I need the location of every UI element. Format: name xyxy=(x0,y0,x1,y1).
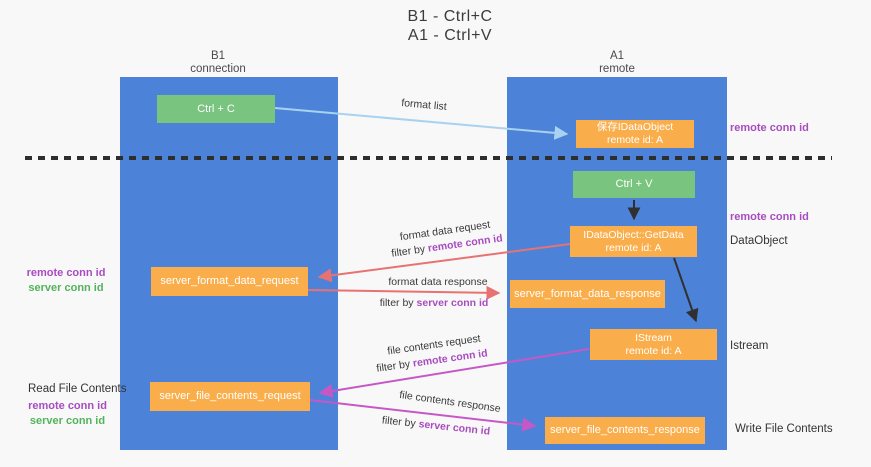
title-line-2: A1 - Ctrl+V xyxy=(407,27,493,44)
left-conn-id-group: remote conn id server conn id xyxy=(25,266,107,295)
node-server-file-contents-response: server_file_contents_response xyxy=(545,417,705,444)
server-conn-id-text-1: server conn id xyxy=(416,297,489,309)
node-ctrl-v-label: Ctrl + V xyxy=(615,178,653,190)
node-ctrl-c: Ctrl + C xyxy=(157,95,275,123)
node-istream-line1: IStream xyxy=(635,331,672,344)
node-istream: IStream remote id: A xyxy=(590,329,717,360)
node-idataobject-getdata: IDataObject::GetData remote id: A xyxy=(570,226,697,257)
node-server-format-data-request: server_format_data_request xyxy=(151,267,308,296)
node-server-file-contents-response-label: server_file_contents_response xyxy=(550,424,700,436)
label-istream: Istream xyxy=(730,340,769,352)
node-ctrl-v: Ctrl + V xyxy=(573,171,695,198)
lane-b1-name: B1 xyxy=(210,50,226,62)
lane-header-b1: B1 connection xyxy=(120,50,316,76)
title-line-1: B1 - Ctrl+C xyxy=(407,8,493,25)
label-format-data-response: format data response xyxy=(388,276,488,288)
node-save-idataobject: 保存IDataObject remote id: A xyxy=(576,120,694,148)
node-server-file-contents-request: server_file_contents_request xyxy=(150,382,310,411)
node-idataobject-getdata-line1: IDataObject::GetData xyxy=(583,228,684,241)
label-format-list: format list xyxy=(400,97,448,113)
label-remote-conn-id-bottom-left: remote conn id xyxy=(28,400,107,412)
node-server-format-data-response: server_format_data_response xyxy=(510,280,665,308)
label-remote-conn-id-mid-right: remote conn id xyxy=(730,211,809,223)
filter-by-text-3: filter by xyxy=(375,358,411,375)
label-remote-conn-id-top-right: remote conn id xyxy=(730,122,809,134)
node-save-idataobject-line2: remote id: A xyxy=(606,134,664,146)
lane-header-a1: A1 remote xyxy=(507,50,727,76)
filter-by-text-1: filter by xyxy=(390,243,426,260)
node-server-file-contents-request-label: server_file_contents_request xyxy=(159,390,301,402)
dashed-divider xyxy=(25,156,832,160)
label-write-file-contents: Write File Contents xyxy=(735,423,833,435)
label-read-file-contents: Read File Contents xyxy=(28,383,127,395)
node-istream-line2: remote id: A xyxy=(625,344,682,357)
server-conn-id-text-2: server conn id xyxy=(417,418,491,438)
label-remote-conn-id-left: remote conn id xyxy=(26,267,106,279)
label-file-contents-response: file contents response xyxy=(398,388,502,416)
bottom-left-conn-id-group: remote conn id server conn id xyxy=(25,399,110,428)
filter-by-text-4: filter by xyxy=(381,414,417,430)
label-server-conn-id-left: server conn id xyxy=(28,281,104,294)
diagram-title: B1 - Ctrl+C A1 - Ctrl+V xyxy=(369,7,531,45)
node-idataobject-getdata-line2: remote id: A xyxy=(605,241,662,254)
lane-a1-name: A1 xyxy=(609,50,625,62)
lane-a1-role: remote xyxy=(599,63,635,75)
node-server-format-data-request-label: server_format_data_request xyxy=(160,275,299,287)
node-ctrl-c-label: Ctrl + C xyxy=(197,102,235,115)
lane-b1-role: connection xyxy=(190,63,246,75)
label-dataobject: DataObject xyxy=(730,235,788,247)
node-server-format-data-response-label: server_format_data_response xyxy=(514,287,661,300)
node-save-idataobject-line1: 保存IDataObject xyxy=(596,121,674,133)
filter-by-text-2: filter by xyxy=(379,297,414,309)
label-server-conn-id-bottom-left: server conn id xyxy=(29,414,106,427)
